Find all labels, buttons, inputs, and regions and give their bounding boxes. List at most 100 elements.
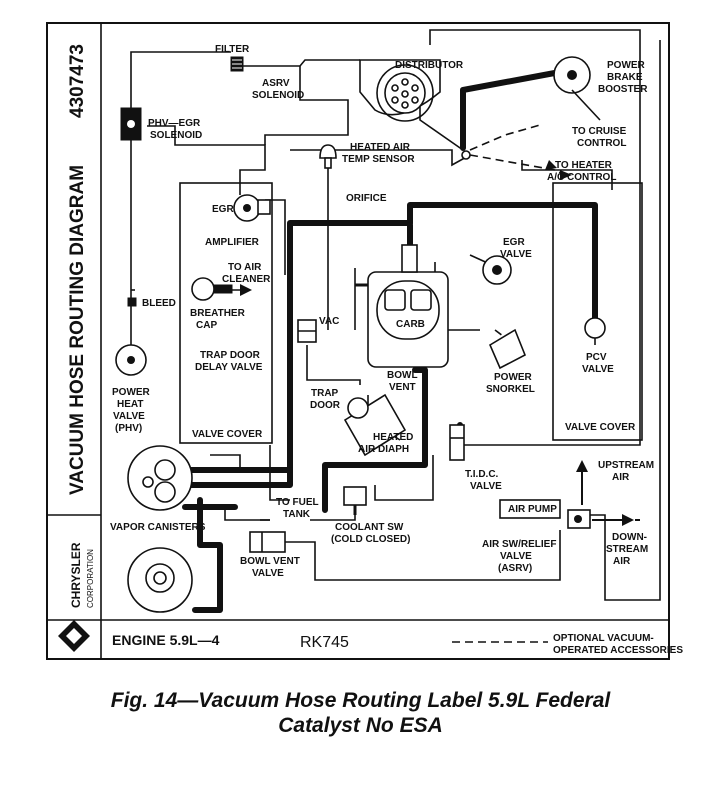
label-downstream-air-2: STREAM <box>606 544 648 555</box>
label-valve-cover-left: VALVE COVER <box>192 429 263 440</box>
power-brake-booster-icon <box>553 56 601 121</box>
air-cleaner-arrow <box>240 284 252 296</box>
label-to-fuel-tank-2: TANK <box>283 509 311 520</box>
label-power-snorkel-1: POWER <box>494 372 533 383</box>
label-breather-cap-2: CAP <box>196 320 217 331</box>
label-distributor: DISTRIBUTOR <box>395 60 464 71</box>
label-tidc-valve-2: VALVE <box>470 481 502 492</box>
label-power-heat-valve-3: VALVE <box>113 411 145 422</box>
label-heated-air-diaph-1: HEATED <box>373 432 413 443</box>
vapor-canister-upper-icon <box>127 445 193 511</box>
label-upstream-air-2: AIR <box>612 472 630 483</box>
egr-valve-icon <box>482 255 512 285</box>
caption-line-1: Fig. 14—Vacuum Hose Routing Label 5.9L F… <box>110 689 611 712</box>
diagram-frame <box>46 22 670 660</box>
distributor-icon <box>359 59 441 122</box>
coolant-switch-icon <box>343 486 367 515</box>
label-tidc-valve-1: T.I.D.C. <box>465 469 499 480</box>
label-vac: VAC <box>319 316 339 327</box>
label-asrv-solenoid-2: SOLENOID <box>252 90 304 101</box>
power-snorkel-icon <box>488 328 527 370</box>
asrv-icon <box>567 509 591 529</box>
label-egr-valve-1: EGR <box>503 237 525 248</box>
label-power-brake-booster-1: POWER <box>607 60 646 71</box>
label-power-heat-valve-2: HEAT <box>117 399 143 410</box>
engine-label: ENGINE 5.9L—4 <box>112 632 220 648</box>
label-phv-egr-solenoid-2: SOLENOID <box>150 130 202 141</box>
side-title: VACUUM HOSE ROUTING DIAGRAM <box>67 165 88 495</box>
heated-air-temp-sensor-icon <box>319 144 337 169</box>
label-to-air-cleaner-2: CLEANER <box>222 274 271 285</box>
left-valve-cover <box>179 182 273 444</box>
to-cruise-arrow <box>560 170 572 180</box>
diagram-labels: FILTER ASRV SOLENOID DISTRIBUTOR POWER B… <box>110 44 654 579</box>
label-pcv-valve-1: PCV <box>586 352 607 363</box>
heated-air-diaph-icon <box>343 393 407 457</box>
label-orifice: ORIFICE <box>346 193 387 204</box>
label-asrv-solenoid-1: ASRV <box>262 78 290 89</box>
label-bowl-vent-2: VENT <box>389 382 416 393</box>
label-trap-door-delay-valve-2: DELAY VALVE <box>195 362 263 373</box>
brand-subtitle: CORPORATION <box>86 549 95 608</box>
label-to-air-cleaner-1: TO AIR <box>228 262 262 273</box>
breather-cap-icon <box>191 277 233 301</box>
label-bowl-vent-valve-2: VALVE <box>252 568 284 579</box>
label-pcv-valve-2: VALVE <box>582 364 614 375</box>
right-valve-cover <box>552 182 643 441</box>
label-downstream-air-1: DOWN- <box>612 532 647 543</box>
label-trap-door-delay-valve-1: TRAP DOOR <box>200 350 261 361</box>
label-vapor-canisters: VAPOR CANISTERS <box>110 522 206 533</box>
label-heated-air-temp-sensor-1: HEATED AIR <box>350 142 411 153</box>
air-pump-icon <box>499 499 561 519</box>
air-flow-arrows <box>576 460 640 526</box>
label-filter: FILTER <box>215 44 250 55</box>
hose-tee-icon <box>461 150 471 160</box>
label-valve-cover-right: VALVE COVER <box>565 422 636 433</box>
thick-hoses <box>182 69 598 613</box>
label-to-cruise-control-2: CONTROL <box>577 138 626 149</box>
label-trap-door-2: DOOR <box>310 400 341 411</box>
label-heated-air-temp-sensor-2: TEMP SENSOR <box>342 154 415 165</box>
legend-line-2: OPERATED ACCESSORIES <box>553 645 683 656</box>
diagram-code: RK745 <box>300 634 349 651</box>
label-air-pump: AIR PUMP <box>508 504 557 515</box>
egr-amplifier-icon <box>233 194 271 222</box>
label-power-brake-booster-3: BOOSTER <box>598 84 648 95</box>
label-phv-egr-solenoid-1: PHV—EGR <box>148 118 201 129</box>
legend-line-1: OPTIONAL VACUUM- <box>553 633 654 644</box>
label-to-fuel-tank-1: TO FUEL <box>276 497 319 508</box>
bowl-vent-valve-icon <box>249 531 286 553</box>
bleed-icon <box>127 297 137 307</box>
label-to-heater-ac-1: TO HEATER <box>555 160 613 171</box>
brand-name: CHRYSLER <box>69 542 83 608</box>
part-number: 4307473 <box>67 44 88 118</box>
carburetor-icon <box>355 244 449 368</box>
label-to-heater-ac-2: A/C CONTROL <box>547 172 616 183</box>
label-coolant-sw-2: (COLD CLOSED) <box>331 534 410 545</box>
label-heated-air-diaph-2: AIR DIAPH <box>358 444 409 455</box>
trap-door-delay-valve-icon <box>297 319 317 343</box>
label-air-sw-relief-2: VALVE <box>500 551 532 562</box>
pcv-valve-icon <box>584 317 606 345</box>
label-egr-amplifier-1: EGR <box>212 204 234 215</box>
label-downstream-air-3: AIR <box>613 556 631 567</box>
optional-hose-heater <box>469 124 541 151</box>
filter-icon <box>230 56 244 72</box>
label-carb: CARB <box>396 319 425 330</box>
vapor-canister-lower-icon <box>127 547 193 613</box>
label-to-cruise-control-1: TO CRUISE <box>572 126 627 137</box>
label-trap-door-1: TRAP <box>311 388 339 399</box>
label-power-heat-valve-1: POWER <box>112 387 151 398</box>
label-egr-amplifier-2: AMPLIFIER <box>205 237 260 248</box>
figure-caption: Fig. 14—Vacuum Hose Routing Label 5.9L F… <box>0 688 721 738</box>
label-coolant-sw-1: COOLANT SW <box>335 522 404 533</box>
label-air-sw-relief-1: AIR SW/RELIEF <box>482 539 556 550</box>
pentastar-logo <box>58 620 90 652</box>
label-bowl-vent-valve-1: BOWL VENT <box>240 556 300 567</box>
label-upstream-air-1: UPSTREAM <box>598 460 654 471</box>
label-air-sw-relief-3: (ASRV) <box>498 563 532 574</box>
label-bleed: BLEED <box>142 298 176 309</box>
label-egr-valve-2: VALVE <box>500 249 532 260</box>
label-power-heat-valve-4: (PHV) <box>115 423 142 434</box>
